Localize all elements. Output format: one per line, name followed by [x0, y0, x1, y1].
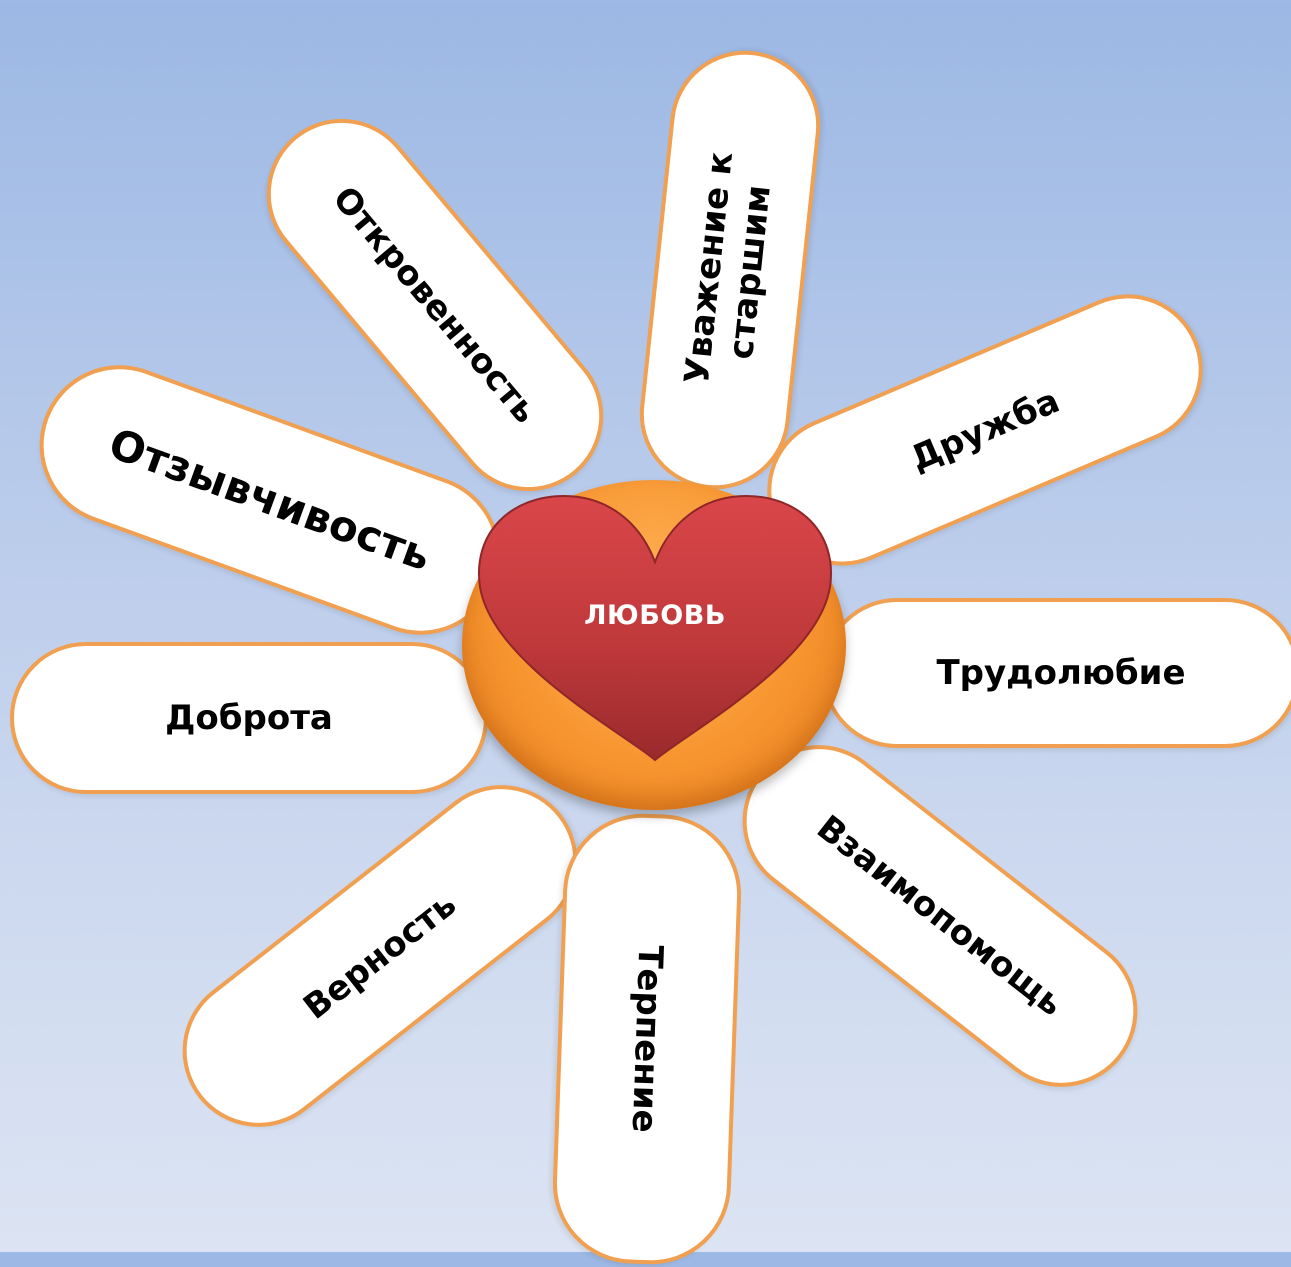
petal-terpenie: Терпение: [550, 811, 744, 1267]
petal-label-trudolyubie: Трудолюбие: [936, 652, 1186, 693]
petal-vernost: Верность: [151, 754, 609, 1158]
center-label: ЛЮБОВЬ: [584, 600, 726, 631]
heart-shape: [472, 492, 838, 772]
petal-label-uvazhenie: Уважение к старшим: [677, 149, 779, 386]
petal-trudolyubie: Трудолюбие: [822, 598, 1291, 748]
petal-label-dobrota: Доброта: [165, 697, 333, 738]
petal-vzaimopomosh: Взаимопомощь: [711, 714, 1169, 1118]
petal-label-otkrovennost: Откровенность: [324, 178, 546, 431]
petal-label-vzaimopomosh: Взаимопомощь: [809, 807, 1072, 1024]
petal-label-otzyvchivost: Отзывчивость: [102, 418, 438, 581]
petal-label-vernost: Верность: [295, 884, 464, 1028]
petal-dobrota: Доброта: [10, 642, 488, 794]
petal-label-druzhba: Дружба: [904, 380, 1066, 479]
petal-label-terpenie: Терпение: [624, 944, 671, 1134]
